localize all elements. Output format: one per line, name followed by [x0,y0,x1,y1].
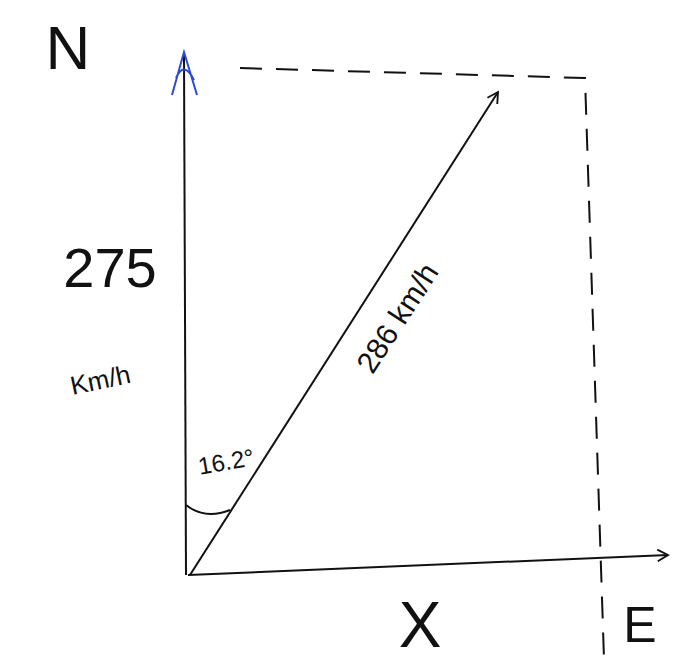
compass-letter: N [46,17,91,79]
angle-label: 16.2° [196,445,256,478]
resultant-vector [190,92,498,575]
component-label: X [399,593,442,657]
dashed-rectangle [240,68,605,665]
east-vector [188,555,668,575]
angle-arc [186,505,230,514]
unit-label: Km/h [68,361,133,399]
speed-value: 275 [63,240,156,296]
north-arrowhead [172,52,197,95]
north-vector [184,55,186,575]
speed-label: 286 km/h [352,258,444,378]
compass-letter: E [623,600,656,650]
